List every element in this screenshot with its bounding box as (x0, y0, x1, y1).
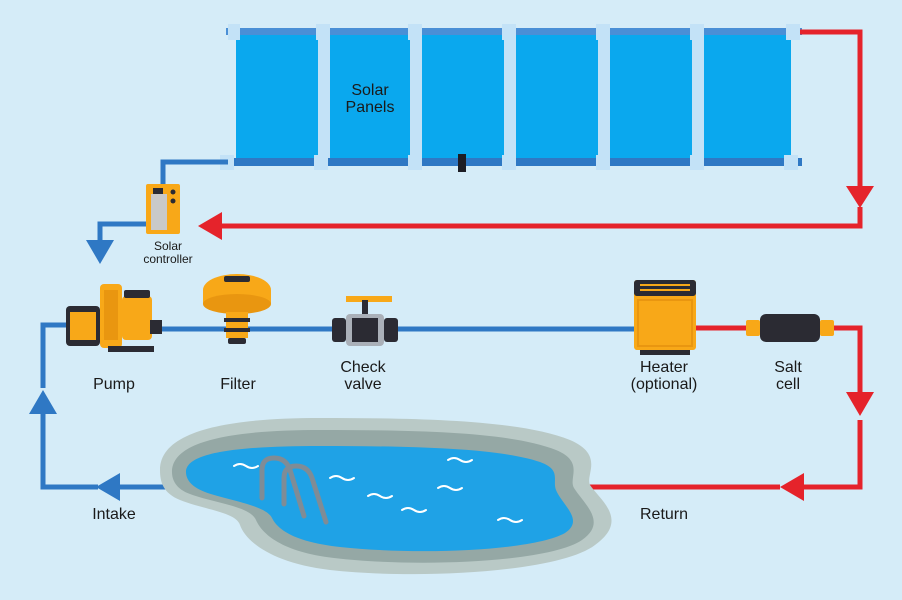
panel-sensor (458, 154, 466, 172)
check-valve-label: Check valve (340, 359, 385, 393)
pool-icon (160, 418, 612, 575)
arrow-left-intake (96, 473, 120, 501)
solar-panel-icon (220, 24, 802, 172)
hot-pipe-to-controller (212, 207, 863, 229)
heater-icon (634, 280, 696, 355)
flow-arrow-icon (29, 186, 874, 501)
salt-cell-label-line2: cell (775, 376, 801, 393)
arrow-down-right-top (846, 186, 874, 208)
heater-label-line2: (optional) (630, 376, 698, 393)
check-valve-label-line2: valve (344, 376, 382, 393)
cold-pipe-left-riser (40, 412, 98, 490)
pool-waves (233, 457, 523, 523)
cold-pipe-left-top (40, 322, 70, 388)
salt-cell-label: Salt cell (774, 359, 802, 393)
pool-ladder-icon (259, 455, 329, 525)
solar-controller-label: Solar controller (143, 240, 192, 266)
hot-pipe-salt-to-right (826, 325, 863, 392)
solar-panels-label-line1: Solar (351, 82, 389, 99)
hot-pipe-to-return (800, 420, 863, 490)
panel-separators (318, 26, 704, 166)
arrow-down-right-middle (846, 392, 874, 416)
solar-controller-label-line2: controller (143, 252, 193, 266)
heater-label: Heater (optional) (631, 359, 698, 393)
pump-icon (66, 284, 162, 352)
solar-controller-icon (146, 184, 180, 234)
return-label: Return (639, 506, 689, 523)
cold-pipe-controller-to-pump (97, 221, 148, 244)
check-valve-icon (332, 296, 398, 346)
solar-controller-label-line1: Solar (153, 239, 183, 253)
heater-label-line1: Heater (639, 359, 689, 376)
filter-icon (203, 274, 271, 344)
salt-cell-label-line1: Salt (774, 359, 802, 376)
cold-pipe-to-panels (160, 159, 228, 186)
hot-pipe-panel-out (800, 29, 863, 190)
panel-brackets (220, 24, 800, 170)
filter-label: Filter (220, 376, 256, 393)
check-valve-label-line1: Check (340, 359, 386, 376)
intake-label: Intake (92, 506, 136, 523)
solar-panels-label: Solar Panels (346, 82, 395, 116)
pump-label: Pump (93, 376, 135, 393)
pool-water (186, 446, 574, 552)
salt-cell-icon (746, 314, 834, 342)
arrow-up-left (29, 390, 57, 414)
arrow-left-return (780, 473, 804, 501)
solar-panels-label-line2: Panels (345, 99, 395, 116)
arrow-down-to-pump (86, 240, 114, 264)
arrow-left-to-controller (198, 212, 222, 240)
